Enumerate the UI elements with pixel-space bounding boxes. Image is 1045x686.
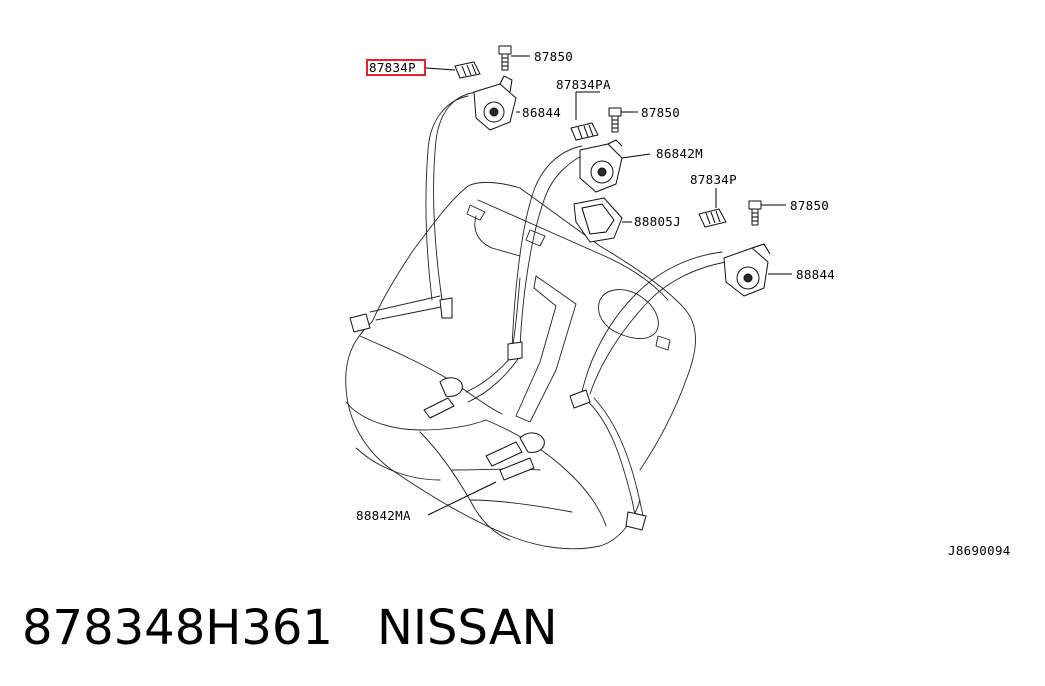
anchor-center — [507, 341, 523, 361]
part-number: 878348H361 — [22, 600, 333, 656]
brand-name: NISSAN — [376, 600, 558, 656]
leader-lines — [425, 55, 792, 516]
buckle-88842MA-center — [485, 432, 545, 481]
rear-seat-outline — [345, 181, 696, 550]
label-bolt-top: 87850 — [534, 49, 573, 64]
cover-87834PA-center — [570, 122, 599, 141]
label-buckle-center: 88842MA — [356, 508, 411, 523]
cover-87834P-right — [698, 208, 727, 228]
part-caption: 878348H361 NISSAN — [22, 596, 558, 660]
seat-belt-parts-diagram: 87834P 87850 86844 87834PA 87850 86842M … — [345, 45, 1011, 558]
label-pocket: 88805J — [634, 214, 681, 229]
label-bolt-right: 87850 — [790, 198, 829, 213]
label-cover-center: 87834PA — [556, 77, 611, 92]
label-diagram-code: J8690094 — [948, 543, 1011, 558]
retractor-86842M-center — [579, 139, 623, 193]
pocket-88805J — [573, 197, 623, 243]
label-retractor-left: 86844 — [522, 105, 561, 120]
bolt-icon-top — [498, 45, 512, 71]
retractor-86844-left — [473, 75, 517, 131]
label-retractor-center: 86842M — [656, 146, 703, 161]
anchor-right — [569, 389, 647, 531]
cover-87834P-top — [454, 61, 481, 79]
bolt-icon-right — [748, 200, 762, 226]
retractor-88844-right — [723, 243, 771, 297]
label-retractor-right: 88844 — [796, 267, 835, 282]
anchor-left — [349, 297, 453, 333]
label-cover-right: 87834P — [690, 172, 737, 187]
belt-webbing — [369, 91, 727, 521]
label-bolt-center: 87850 — [641, 105, 680, 120]
buckle-left-center — [423, 377, 463, 419]
bolt-icon-center — [608, 107, 622, 133]
highlight-box — [366, 59, 426, 76]
label-highlighted-part: 87834P — [369, 60, 416, 75]
